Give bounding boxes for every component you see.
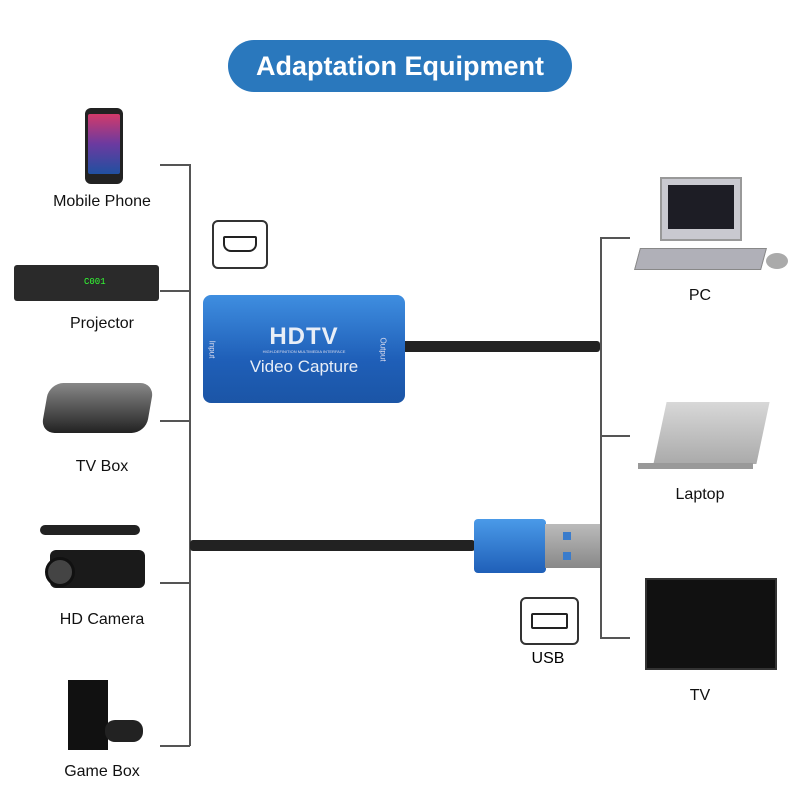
keyboard-icon	[634, 248, 767, 270]
mobile-phone-icon	[85, 108, 123, 184]
left-tick	[160, 582, 190, 584]
right-tick	[600, 637, 630, 639]
label-projector: Projector	[69, 315, 135, 332]
usb-cable	[190, 540, 475, 551]
projector-display: C001	[84, 277, 106, 287]
left-bracket-line	[189, 164, 191, 746]
device-subtitle: HIGH-DEFINITION MULTIMEDIA INTERFACE	[262, 349, 346, 354]
usb-plug-connector	[545, 524, 600, 568]
tv-icon	[645, 578, 777, 670]
usb-plug-body	[474, 519, 546, 573]
left-tick	[160, 745, 190, 747]
label-hd-camera: HD Camera	[59, 611, 145, 628]
input-label: Input	[207, 340, 217, 359]
right-tick	[600, 237, 630, 239]
label-mobile-phone: Mobile Phone	[53, 193, 151, 210]
label-game-box: Game Box	[64, 763, 140, 780]
controller-icon	[105, 720, 143, 742]
mouse-icon	[766, 253, 788, 269]
left-tick	[160, 164, 190, 166]
device-brand: HDTV	[269, 323, 339, 350]
output-label: Output	[378, 337, 388, 362]
game-box-icon	[68, 680, 108, 750]
hdmi-port-icon	[212, 220, 268, 269]
right-tick	[600, 435, 630, 437]
label-pc: PC	[688, 287, 712, 304]
pc-monitor-icon	[660, 177, 742, 241]
device-name: Video Capture	[249, 357, 359, 376]
usb-port-icon	[520, 597, 579, 645]
tv-box-icon	[40, 383, 155, 433]
title-pill: Adaptation Equipment	[228, 40, 572, 92]
hd-camera-icon	[40, 525, 150, 590]
usb-label: USB	[531, 650, 565, 667]
label-laptop: Laptop	[675, 486, 725, 503]
left-tick	[160, 420, 190, 422]
left-tick	[160, 290, 190, 292]
label-tv: TV	[689, 687, 711, 704]
hdmi-cable	[400, 341, 600, 352]
video-capture-device: HDTV HIGH-DEFINITION MULTIMEDIA INTERFAC…	[203, 295, 405, 403]
projector-icon: C001	[14, 265, 159, 301]
laptop-icon	[653, 402, 770, 464]
right-bracket-line	[600, 237, 602, 639]
label-tv-box: TV Box	[75, 458, 129, 475]
laptop-base	[638, 463, 753, 469]
